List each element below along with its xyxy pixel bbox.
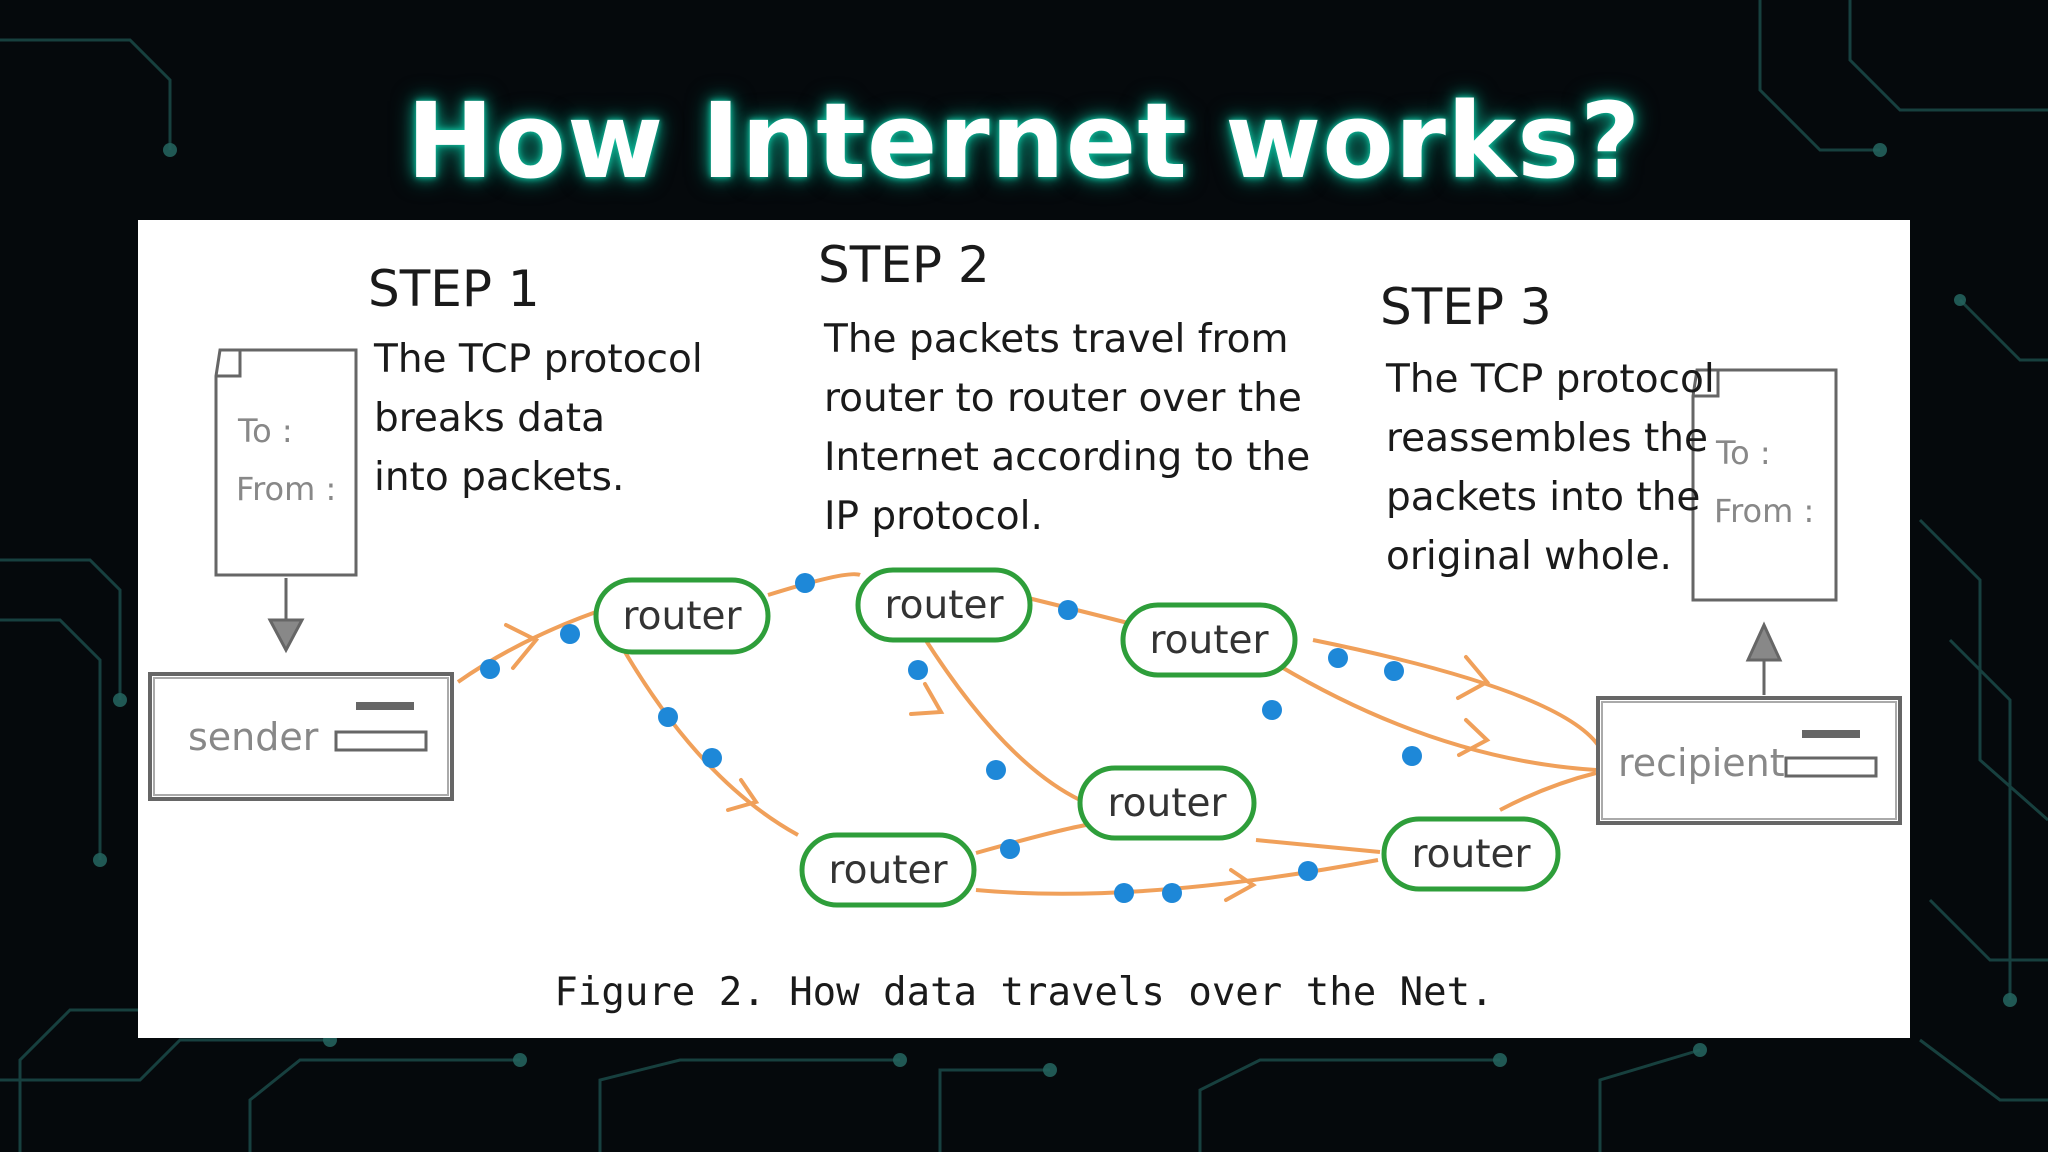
step-1-line: into packets.: [374, 455, 625, 500]
packet-dot: [1114, 883, 1134, 903]
recipient-computer: recipient: [1596, 696, 1902, 825]
drive-indicator: [1802, 730, 1860, 738]
router-label: router: [1411, 832, 1531, 877]
router-node: router: [1120, 602, 1298, 678]
packet-dot: [560, 624, 580, 644]
sender-computer: sender: [148, 672, 454, 801]
step-1-line: breaks data: [374, 396, 605, 441]
packet-dot: [908, 660, 928, 680]
router-label: router: [1149, 618, 1269, 663]
path-router3-recipient-a: [1312, 638, 1600, 747]
packet-dot: [1298, 861, 1318, 881]
packet-dot: [1262, 700, 1282, 720]
packet-dot: [1328, 648, 1348, 668]
packet-dot: [658, 707, 678, 727]
step-2-description: The packets travel from router to router…: [824, 310, 1310, 546]
path-router4-router5: [975, 823, 1087, 855]
document-from-label: From :: [236, 470, 336, 508]
packets: [480, 573, 1422, 903]
arrowhead: [1457, 718, 1491, 757]
step-2-line: Internet according to the: [824, 435, 1311, 480]
figure-caption: Figure 2. How data travels over the Net.: [554, 970, 1494, 1015]
sender-document: To : From :: [214, 348, 358, 577]
packet-dot: [986, 760, 1006, 780]
packet-dot: [1000, 839, 1020, 859]
recipient-document: To : From :: [1691, 368, 1838, 602]
packet-dot: [1402, 746, 1422, 766]
path-router1-router4: [616, 639, 799, 837]
path-sender-router1: [456, 610, 597, 684]
step-3-line: packets into the: [1386, 475, 1701, 520]
router-label: router: [1107, 781, 1227, 826]
arrowhead: [909, 682, 945, 716]
packet-paths: [456, 572, 1600, 896]
router-label: router: [622, 594, 742, 639]
recipient-label: recipient: [1618, 741, 1785, 785]
path-router2-router5: [908, 613, 1081, 802]
router-node: router: [855, 567, 1033, 643]
step-1-line: The TCP protocol: [374, 337, 703, 382]
drive-slot: [1784, 756, 1878, 778]
arrowhead: [1224, 868, 1257, 902]
diagram-panel: router router router router router route…: [138, 220, 1910, 1038]
step-2-line: IP protocol.: [824, 494, 1043, 539]
packet-dot: [480, 659, 500, 679]
sender-label: sender: [188, 715, 319, 759]
step-2-line: router to router over the: [824, 376, 1302, 421]
step-2-line: The packets travel from: [824, 317, 1289, 362]
path-router3-recipient-b: [1276, 663, 1597, 772]
router-label: router: [828, 848, 948, 893]
step-3-title: STEP 3: [1380, 278, 1552, 336]
packet-dot: [1384, 661, 1404, 681]
path-router6-recipient: [1499, 771, 1597, 812]
packet-dot: [1162, 883, 1182, 903]
router-node: router: [1077, 765, 1257, 841]
step-1-description: The TCP protocol breaks data into packet…: [374, 330, 703, 507]
network-diagram: router router router router router route…: [148, 348, 1902, 908]
packet-dot: [795, 573, 815, 593]
drive-indicator: [356, 702, 414, 710]
step-3-line: original whole.: [1386, 534, 1672, 579]
document-to-label: To :: [237, 412, 293, 450]
path-router1-router2: [767, 572, 861, 597]
up-arrow: [1745, 621, 1783, 695]
arrowhead: [1456, 655, 1491, 700]
drive-slot: [334, 730, 428, 752]
down-arrow: [267, 578, 305, 654]
step-3-line: reassembles the: [1386, 416, 1708, 461]
arrowhead: [504, 623, 540, 670]
path-router5-router6: [1255, 838, 1381, 854]
step-3-line: The TCP protocol: [1386, 357, 1715, 402]
router-node: router: [1381, 816, 1561, 892]
document-from-label: From :: [1714, 492, 1814, 530]
packet-dot: [1058, 600, 1078, 620]
document-to-label: To :: [1715, 434, 1771, 472]
router-node: router: [799, 832, 977, 908]
step-3-description: The TCP protocol reassembles the packets…: [1386, 350, 1715, 586]
step-2-title: STEP 2: [818, 236, 990, 294]
packet-dot: [702, 748, 722, 768]
router-label: router: [884, 583, 1004, 628]
slide-title: How Internet works?: [406, 80, 1642, 202]
router-node: router: [593, 577, 771, 655]
arrowhead: [726, 778, 760, 812]
step-1-title: STEP 1: [368, 260, 540, 318]
path-arrowheads: [504, 623, 1491, 902]
